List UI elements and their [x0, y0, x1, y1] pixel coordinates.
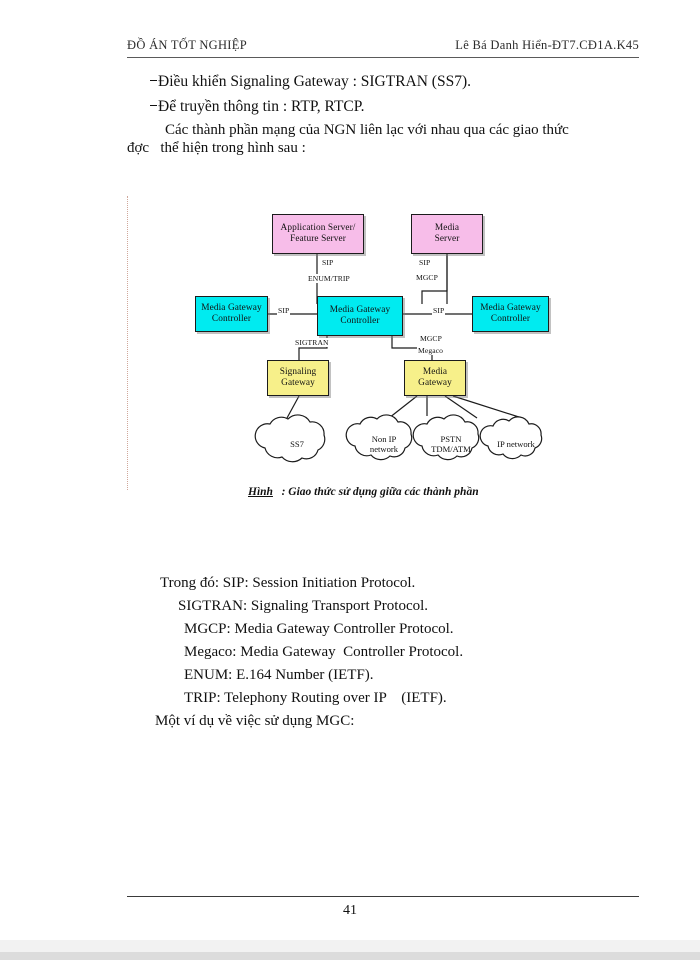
edge-label-sip-left: SIP [277, 306, 291, 315]
definition-line-trip: TRIP: Telephony Routing over IP (IETF). [184, 690, 447, 706]
definition-line-enum: ENUM: E.164 Number (IETF). [184, 667, 374, 683]
paragraph-line-1: Các thành phần mạng của NGN liên lạc với… [165, 122, 569, 138]
definition-line-megaco: Megaco: Media Gateway Controller Protoco… [184, 644, 464, 660]
definition-line-example: Một ví dụ về việc sử dụng MGC: [155, 713, 355, 729]
edge-label-sigtran: SIGTRAN [294, 338, 330, 347]
node-application-server: Application Server/ Feature Server [272, 214, 364, 254]
header-title-left: ĐỒ ÁN TỐT NGHIỆP [127, 38, 247, 52]
definition-line-mgcp: MGCP: Media Gateway Controller Protocol. [184, 621, 454, 637]
node-label-line-1: Signaling [279, 366, 317, 377]
dash-bullet-icon [150, 105, 157, 106]
node-label-line-2: Controller [211, 314, 252, 324]
node-label-line-2: Feature Server [290, 234, 346, 244]
node-label-line-1: Media [422, 366, 448, 377]
node-signaling-gateway: Signaling Gateway [267, 360, 329, 396]
header-divider [127, 57, 639, 58]
bullet-item-rtp: Để truyền thông tin : RTP, RTCP. [150, 97, 365, 116]
node-media-gateway: Media Gateway [404, 360, 466, 396]
edge-label-sip-app-server: SIP [321, 258, 335, 267]
bullet-text-1: Điều khiển Signaling Gateway : SIGTRAN (… [158, 73, 471, 90]
node-label-line-1: Application Server/ [280, 222, 356, 233]
paragraph-line-2: đợc thể hiện trong hình sau : [127, 140, 306, 156]
edge-label-megaco: Megaco [417, 346, 445, 355]
node-label-line-2: Gateway [281, 378, 315, 388]
footer-divider [127, 896, 639, 897]
scan-edge-light [0, 940, 700, 952]
scan-edge-dark [0, 952, 700, 960]
bullet-text-2: Để truyền thông tin : RTP, RTCP. [158, 98, 365, 115]
node-media-server: Media Server [411, 214, 483, 254]
edge-label-sip-right: SIP [432, 306, 446, 315]
node-media-gateway-controller-left: Media Gateway Controller [195, 296, 268, 332]
page-header: ĐỒ ÁN TỐT NGHIỆP Lê Bá Danh Hiển-ĐT7.CĐ1… [127, 38, 639, 60]
diagram-connectors [254, 254, 543, 463]
page-number: 41 [343, 903, 357, 918]
node-label-line-1: Media [434, 222, 460, 233]
node-label-line-1: Media Gateway [201, 302, 262, 313]
edge-label-mgcp-media-server: MGCP [415, 273, 439, 282]
dash-bullet-icon [150, 80, 157, 81]
node-label-line-2: Server [434, 234, 460, 244]
protocol-architecture-diagram: Application Server/ Feature Server Media… [127, 196, 639, 516]
figure-left-margin-rule [127, 196, 128, 490]
definition-line-sigtran: SIGTRAN: Signaling Transport Protocol. [178, 598, 429, 614]
node-media-gateway-controller-center: Media Gateway Controller [317, 296, 403, 336]
definition-line-intro: Trong đó: SIP: Session Initiation Protoc… [160, 575, 416, 591]
node-label-line-2: Gateway [418, 378, 452, 388]
node-label-line-1: Media Gateway [480, 302, 541, 313]
figure-caption-prefix: Hình [248, 486, 273, 498]
edge-label-sip-media-server: SIP [418, 258, 432, 267]
node-label-line-2: Controller [490, 314, 531, 324]
node-label-line-1: Media Gateway [329, 304, 391, 315]
bullet-item-sigtran: Điều khiển Signaling Gateway : SIGTRAN (… [150, 72, 471, 91]
figure-caption-text: : Giao thức sử dụng giữa các thành phần [272, 486, 479, 498]
node-media-gateway-controller-right: Media Gateway Controller [472, 296, 549, 332]
header-title-right: Lê Bá Danh Hiển-ĐT7.CĐ1A.K45 [455, 38, 639, 52]
edge-label-mgcp: MGCP [419, 334, 443, 343]
node-label-line-2: Controller [340, 316, 380, 326]
figure-caption: Hình : Giao thức sử dụng giữa các thành … [248, 486, 479, 498]
edge-label-enum-trip: ENUM/TRIP [307, 274, 351, 283]
